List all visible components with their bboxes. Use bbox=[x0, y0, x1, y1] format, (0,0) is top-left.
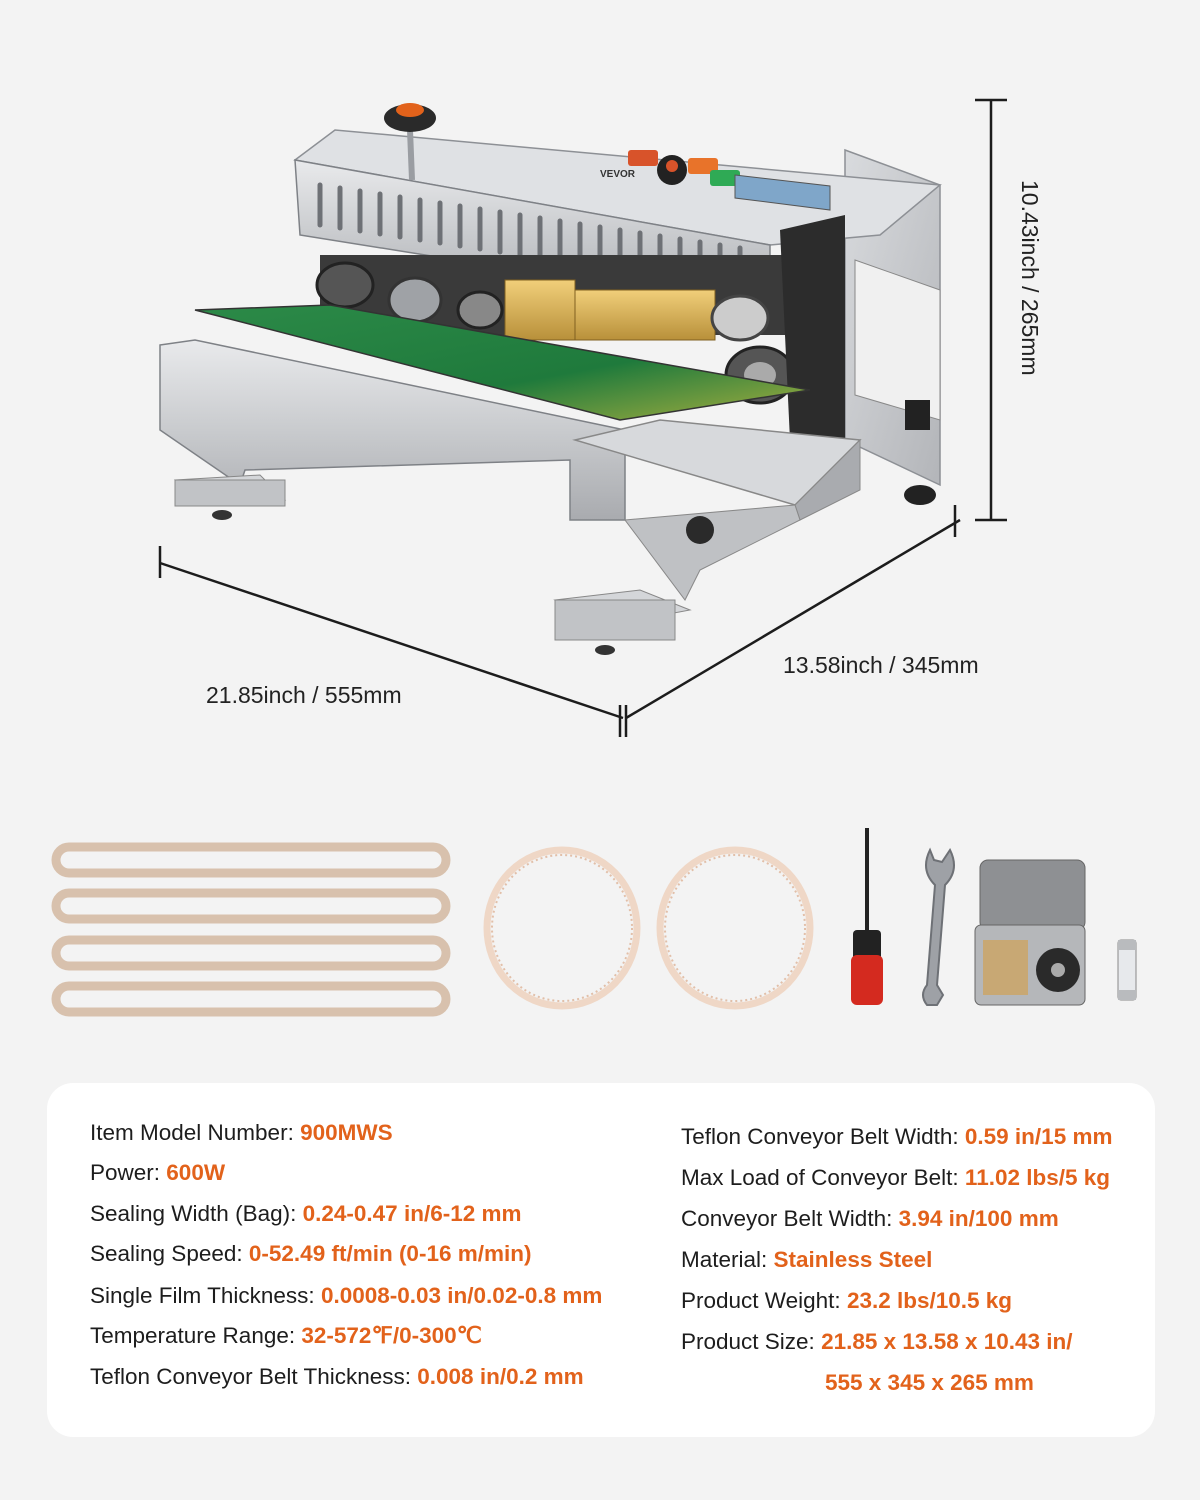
spec-film-thickness: Single Film Thickness: 0.0008-0.03 in/0.… bbox=[90, 1283, 602, 1309]
dimension-depth-label: 13.58inch / 345mm bbox=[783, 652, 979, 678]
brand-label: VEVOR bbox=[600, 169, 636, 180]
dimension-length-label: 21.85inch / 555mm bbox=[206, 682, 402, 708]
spec-label: Temperature Range: bbox=[90, 1323, 296, 1348]
spec-label: Teflon Conveyor Belt Width: bbox=[681, 1124, 959, 1149]
spec-product-size-continuation: 555 x 345 x 265 mm bbox=[825, 1370, 1034, 1395]
dimension-height-text: 10.43inch / 265mm bbox=[1017, 180, 1043, 376]
spec-value: 0.0008-0.03 in/0.02-0.8 mm bbox=[320, 1283, 603, 1308]
sealer-machine-illustration: VEVOR bbox=[158, 98, 1007, 737]
spec-value: 21.85 x 13.58 x 10.43 in/ bbox=[821, 1329, 1073, 1354]
spec-value: 0.59 in/15 mm bbox=[964, 1124, 1113, 1149]
character-type-box-icon bbox=[974, 859, 1086, 1006]
spec-label: Sealing Speed: bbox=[90, 1241, 243, 1266]
spec-value: 0.008 in/0.2 mm bbox=[417, 1364, 584, 1389]
spec-value: 600W bbox=[166, 1160, 226, 1185]
spec-material: Material: Stainless Steel bbox=[681, 1247, 932, 1273]
fuse-icon bbox=[1117, 939, 1137, 1001]
spec-temperature-range: Temperature Range: 32-572℉/0-300℃ bbox=[90, 1323, 482, 1349]
accessories-illustration bbox=[51, 828, 1137, 1017]
spec-conveyor-belt-width: Conveyor Belt Width: 3.94 in/100 mm bbox=[681, 1206, 1059, 1232]
spec-value: 23.2 lbs/10.5 kg bbox=[846, 1288, 1013, 1313]
spec-value: 900MWS bbox=[300, 1120, 393, 1145]
spec-belt-thickness: Teflon Conveyor Belt Thickness: 0.008 in… bbox=[90, 1364, 584, 1390]
spec-label: Max Load of Conveyor Belt: bbox=[681, 1165, 959, 1190]
control-knob-icon bbox=[384, 103, 436, 181]
spec-label: Conveyor Belt Width: bbox=[681, 1206, 893, 1231]
spec-value: 0-52.49 ft/min (0-16 m/min) bbox=[248, 1241, 532, 1266]
spec-value: 0.24-0.47 in/6-12 mm bbox=[302, 1201, 522, 1226]
spec-value: 32-572℉/0-300℃ bbox=[301, 1323, 482, 1348]
spec-label: Product Weight: bbox=[681, 1288, 841, 1313]
timing-belt-icon bbox=[483, 846, 814, 1010]
spec-product-weight: Product Weight: 23.2 lbs/10.5 kg bbox=[681, 1288, 1012, 1314]
specs-card: Item Model Number: 900MWS Power: 600W Se… bbox=[47, 1083, 1155, 1437]
spec-power: Power: 600W bbox=[90, 1160, 225, 1186]
spec-value: Stainless Steel bbox=[773, 1247, 933, 1272]
spec-sealing-speed: Sealing Speed: 0-52.49 ft/min (0-16 m/mi… bbox=[90, 1241, 531, 1267]
spec-model-number: Item Model Number: 900MWS bbox=[90, 1120, 393, 1146]
wrench-icon bbox=[922, 847, 955, 1006]
power-switch-icon bbox=[628, 150, 740, 186]
spec-max-load: Max Load of Conveyor Belt: 11.02 lbs/5 k… bbox=[681, 1165, 1110, 1191]
spec-label: Sealing Width (Bag): bbox=[90, 1201, 297, 1226]
spec-value: 11.02 lbs/5 kg bbox=[964, 1165, 1111, 1190]
spec-label: Material: bbox=[681, 1247, 768, 1272]
spec-product-size: Product Size: 21.85 x 13.58 x 10.43 in/ bbox=[681, 1329, 1073, 1355]
dimension-height-label: 10.43inch / 265mm bbox=[1013, 180, 1053, 410]
screwdriver-icon bbox=[851, 828, 883, 1005]
spec-value: 3.94 in/100 mm bbox=[898, 1206, 1059, 1231]
spec-label: Power: bbox=[90, 1160, 161, 1185]
spec-sealing-width: Sealing Width (Bag): 0.24-0.47 in/6-12 m… bbox=[90, 1201, 522, 1227]
display-panel-icon: VEVOR bbox=[600, 169, 831, 211]
spec-label: Teflon Conveyor Belt Thickness: bbox=[90, 1364, 411, 1389]
spec-teflon-belt-width: Teflon Conveyor Belt Width: 0.59 in/15 m… bbox=[681, 1124, 1112, 1150]
spec-label: Single Film Thickness: bbox=[90, 1283, 315, 1308]
spec-label: Product Size: bbox=[681, 1329, 815, 1354]
spec-label: Item Model Number: bbox=[90, 1120, 294, 1145]
heating-band-icon bbox=[51, 842, 451, 1017]
